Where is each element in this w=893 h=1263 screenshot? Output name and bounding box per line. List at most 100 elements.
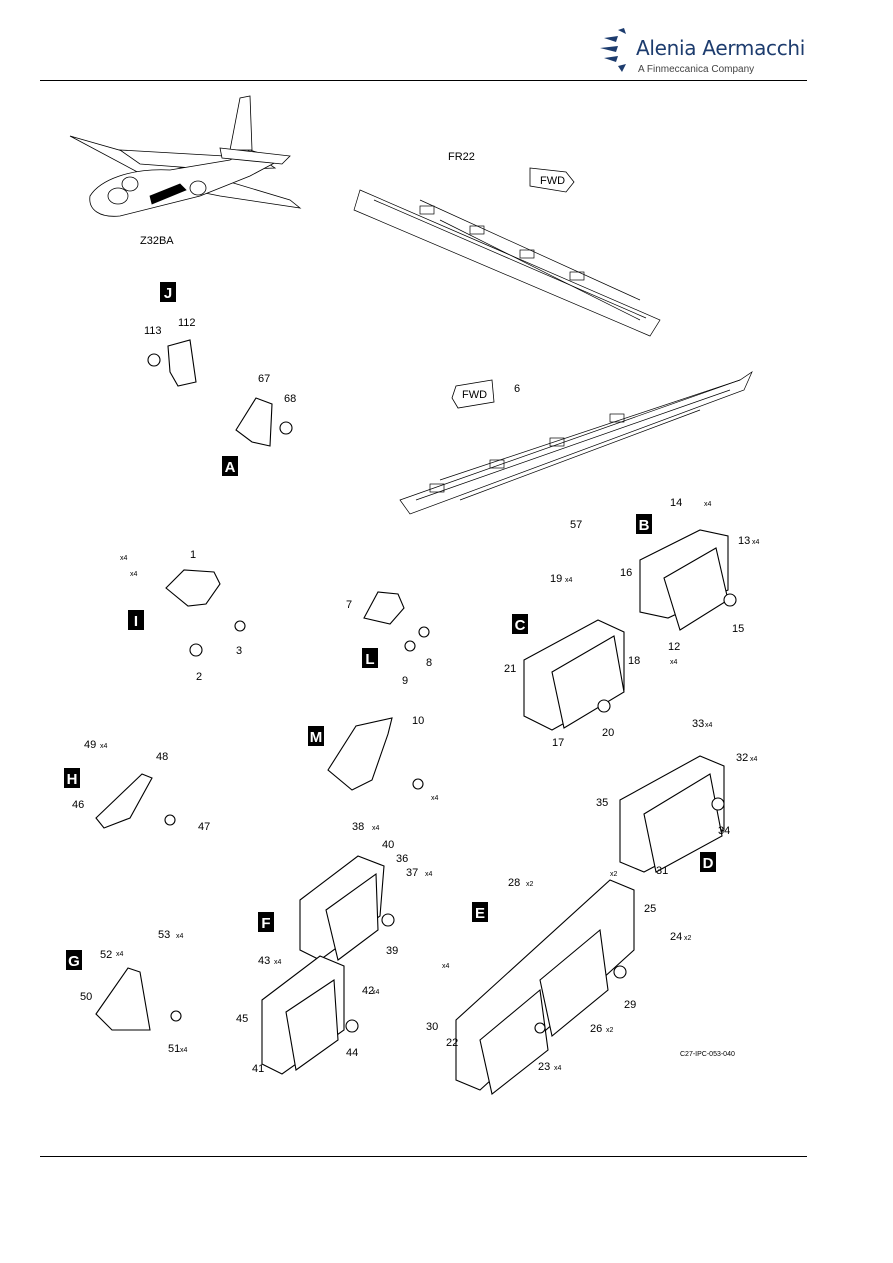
frame-label: FR22 (448, 151, 475, 163)
quantity-suffix: x4 (425, 871, 433, 878)
svg-text:FWD: FWD (462, 389, 487, 401)
item-number-10: 10 (412, 715, 424, 727)
brand-sub: A Finmeccanica Company (638, 64, 755, 75)
item-number-20: 20 (602, 727, 614, 739)
item-number-21: 21 (504, 663, 516, 675)
item-number-8: 8 (426, 657, 432, 669)
svg-text:I: I (134, 613, 138, 630)
item-number-112: 112 (178, 317, 196, 329)
svg-text:B: B (639, 517, 650, 534)
quantity-suffix: x4 (372, 989, 380, 996)
svg-text:FWD: FWD (540, 175, 565, 187)
item-number-7: 7 (346, 599, 352, 611)
item-number-36: 36 (396, 853, 408, 865)
item-number-42: 42 (362, 985, 374, 997)
item-number-47: 47 (198, 821, 210, 833)
view-callout-d: D (700, 852, 716, 872)
item-number-38: 38 (352, 821, 364, 833)
svg-text:A: A (225, 459, 236, 476)
item-number-18: 18 (628, 655, 640, 667)
figure-ref: C27-IPC-053-040 (680, 1051, 735, 1058)
quantity-suffix: x4 (431, 795, 439, 802)
svg-text:C: C (515, 617, 526, 634)
quantity-suffix: x4 (116, 951, 124, 958)
quantity-suffix: x4 (176, 933, 184, 940)
fwd-arrow-upper-icon: FWD (529, 167, 575, 193)
footer-rule (40, 1156, 807, 1157)
detail-d-parts (619, 755, 725, 873)
item-number-35: 35 (596, 797, 608, 809)
item-number-37: 37 (406, 867, 418, 879)
detail-c-parts (523, 619, 625, 731)
detail-f2-parts (261, 955, 359, 1075)
item-number-15: 15 (732, 623, 744, 635)
header-rule (40, 80, 807, 81)
quantity-suffix: x4 (100, 743, 108, 750)
item-number-31: 31 (656, 865, 668, 877)
item-number-9: 9 (402, 675, 408, 687)
item-number-1: 1 (190, 549, 196, 561)
item-number-32: 32 (736, 752, 748, 764)
quantity-suffix: x2 (526, 881, 534, 888)
view-callout-l: L (362, 648, 378, 668)
detail-f-parts (299, 855, 395, 961)
quantity-suffix: x4 (442, 963, 450, 970)
item-number-43: 43 (258, 955, 270, 967)
detail-l-parts (363, 591, 430, 652)
quantity-suffix: x4 (670, 659, 678, 666)
quantity-suffix: x4 (554, 1065, 562, 1072)
item-number-24: 24 (670, 931, 682, 943)
view-callout-e: E (472, 902, 488, 922)
svg-text:J: J (164, 285, 172, 302)
item-number-17: 17 (552, 737, 564, 749)
item-number-44: 44 (346, 1047, 358, 1059)
fwd-arrow-lower-icon: FWD (451, 379, 495, 409)
item-number-19: 19 (550, 573, 562, 585)
item-number-53: 53 (158, 929, 170, 941)
item-number-57: 57 (570, 519, 582, 531)
item-number-113: 113 (144, 325, 162, 337)
view-callout-m: M (308, 726, 324, 746)
detail-h-parts (95, 773, 176, 829)
frame-lower-strip (399, 371, 753, 515)
item-number-50: 50 (80, 991, 92, 1003)
svg-text:G: G (68, 953, 80, 970)
item-number-13: 13 (738, 535, 750, 547)
quantity-suffix: x4 (372, 825, 380, 832)
svg-text:H: H (67, 771, 78, 788)
svg-text:M: M (310, 729, 323, 746)
svg-text:D: D (703, 855, 714, 872)
item-number-45: 45 (236, 1013, 248, 1025)
quantity-suffix: x2 (610, 871, 618, 878)
item-number-34: 34 (718, 825, 730, 837)
item-number-29: 29 (624, 999, 636, 1011)
detail-b-parts (639, 529, 737, 631)
item-number-67: 67 (258, 373, 270, 385)
view-callout-b: B (636, 514, 652, 534)
item-number-33: 33 (692, 718, 704, 730)
item-number-25: 25 (644, 903, 656, 915)
quantity-suffix: x4 (705, 722, 713, 729)
item-number-49: 49 (84, 739, 96, 751)
view-callout-f: F (258, 912, 274, 932)
item-number-30: 30 (426, 1021, 438, 1033)
item-number-40: 40 (382, 839, 394, 851)
item-number-16: 16 (620, 567, 632, 579)
item-number-23: 23 (538, 1061, 550, 1073)
detail-i-parts (165, 569, 246, 657)
item-number-51: 51 (168, 1043, 180, 1055)
svg-text:F: F (261, 915, 270, 932)
item-number-22: 22 (446, 1037, 458, 1049)
quantity-suffix: x4 (120, 555, 128, 562)
view-callout-i: I (128, 610, 144, 630)
quantity-suffix: x4 (274, 959, 282, 966)
quantity-suffix: x4 (130, 571, 138, 578)
aircraft-overview-icon (69, 95, 302, 217)
quantity-suffix: x4 (565, 577, 573, 584)
quantity-suffix: x4 (750, 756, 758, 763)
frame-upper-strip (353, 189, 661, 337)
svg-text:L: L (365, 651, 374, 668)
item-number-14: 14 (670, 497, 682, 509)
brand-name: Alenia Aermacchi (636, 36, 806, 60)
detail-e-parts (455, 879, 635, 1095)
